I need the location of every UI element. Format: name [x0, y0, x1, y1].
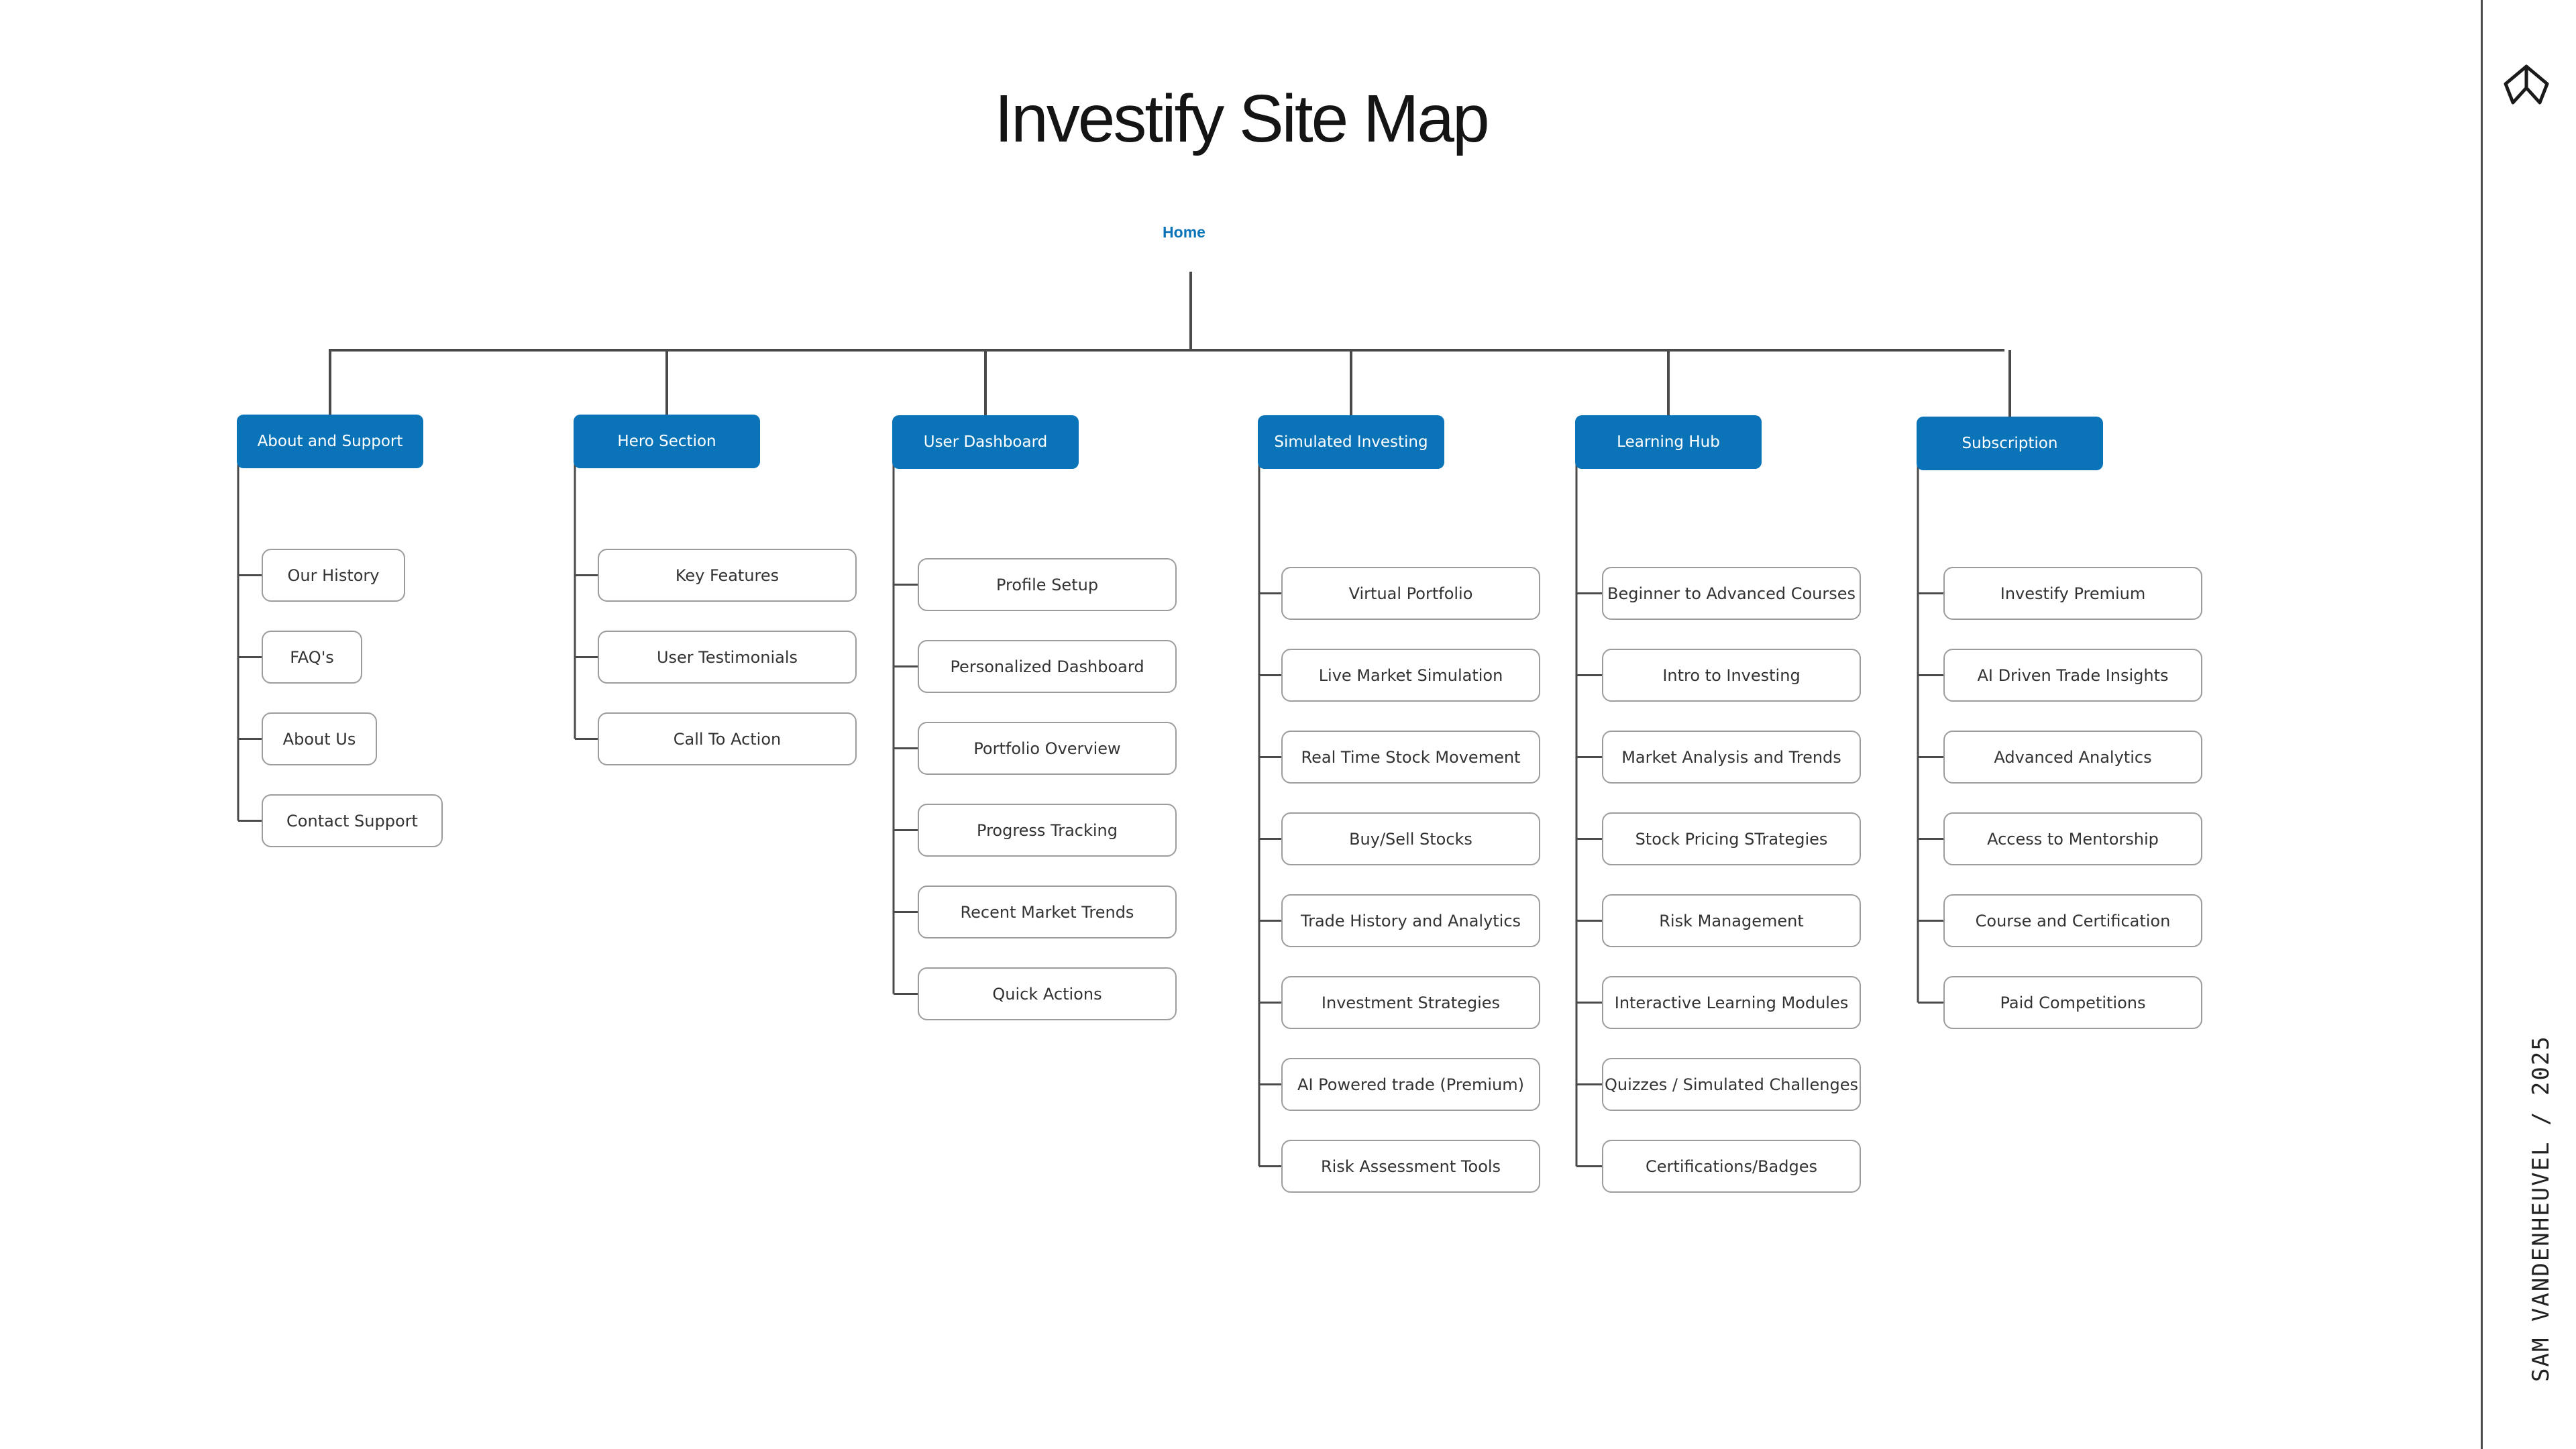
page-node-stock-pricing-strategies[interactable]: Stock Pricing STrategies — [1602, 812, 1861, 865]
page-node-advanced-analytics[interactable]: Advanced Analytics — [1943, 731, 2202, 784]
page-node-intro-to-investing[interactable]: Intro to Investing — [1602, 649, 1861, 702]
page-node-ai-driven-trade-insights[interactable]: AI Driven Trade Insights — [1943, 649, 2202, 702]
page-node-buy-sell-stocks[interactable]: Buy/Sell Stocks — [1281, 812, 1540, 865]
author-credit: SAM VANDENHEUVEL / 2025 — [2528, 1035, 2555, 1382]
page-node-live-market-simulation[interactable]: Live Market Simulation — [1281, 649, 1540, 702]
page-node-quizzes-simulated-challenges[interactable]: Quizzes / Simulated Challenges — [1602, 1058, 1861, 1111]
page-title: Investify Site Map — [994, 81, 1489, 156]
page-node-quick-actions[interactable]: Quick Actions — [918, 967, 1177, 1020]
page-node-paid-competitions[interactable]: Paid Competitions — [1943, 976, 2202, 1029]
page-node-personalized-dashboard[interactable]: Personalized Dashboard — [918, 640, 1177, 693]
page-node-virtual-portfolio[interactable]: Virtual Portfolio — [1281, 567, 1540, 620]
page-node-our-history[interactable]: Our History — [262, 549, 405, 602]
page-node-key-features[interactable]: Key Features — [598, 549, 857, 602]
paper-plane-logo-icon — [2504, 64, 2549, 105]
root-node-home[interactable]: Home — [1163, 223, 1205, 241]
category-hero-section[interactable]: Hero Section — [574, 415, 760, 468]
page-node-investify-premium[interactable]: Investify Premium — [1943, 567, 2202, 620]
page-node-contact-support[interactable]: Contact Support — [262, 794, 443, 847]
category-user-dashboard[interactable]: User Dashboard — [892, 415, 1079, 469]
category-about-and-support[interactable]: About and Support — [237, 415, 423, 468]
page-node-risk-assessment-tools[interactable]: Risk Assessment Tools — [1281, 1140, 1540, 1193]
page-node-certifications-badges[interactable]: Certifications/Badges — [1602, 1140, 1861, 1193]
page-node-course-and-certification[interactable]: Course and Certification — [1943, 894, 2202, 947]
page-node-risk-management[interactable]: Risk Management — [1602, 894, 1861, 947]
page-node-beginner-to-advanced-courses[interactable]: Beginner to Advanced Courses — [1602, 567, 1861, 620]
page-node-faq-s[interactable]: FAQ's — [262, 631, 362, 684]
page-node-real-time-stock-movement[interactable]: Real Time Stock Movement — [1281, 731, 1540, 784]
page-node-about-us[interactable]: About Us — [262, 712, 377, 765]
page-node-ai-powered-trade-premium[interactable]: AI Powered trade (Premium) — [1281, 1058, 1540, 1111]
page-node-progress-tracking[interactable]: Progress Tracking — [918, 804, 1177, 857]
page-node-trade-history-and-analytics[interactable]: Trade History and Analytics — [1281, 894, 1540, 947]
page-node-call-to-action[interactable]: Call To Action — [598, 712, 857, 765]
page-node-access-to-mentorship[interactable]: Access to Mentorship — [1943, 812, 2202, 865]
page-node-portfolio-overview[interactable]: Portfolio Overview — [918, 722, 1177, 775]
page-node-user-testimonials[interactable]: User Testimonials — [598, 631, 857, 684]
sidebar-divider — [2481, 0, 2483, 1449]
page-node-interactive-learning-modules[interactable]: Interactive Learning Modules — [1602, 976, 1861, 1029]
page-node-profile-setup[interactable]: Profile Setup — [918, 558, 1177, 611]
page-node-investment-strategies[interactable]: Investment Strategies — [1281, 976, 1540, 1029]
category-subscription[interactable]: Subscription — [1917, 417, 2103, 470]
category-learning-hub[interactable]: Learning Hub — [1575, 415, 1762, 469]
page-node-recent-market-trends[interactable]: Recent Market Trends — [918, 885, 1177, 938]
page-node-market-analysis-and-trends[interactable]: Market Analysis and Trends — [1602, 731, 1861, 784]
category-simulated-investing[interactable]: Simulated Investing — [1258, 415, 1444, 469]
